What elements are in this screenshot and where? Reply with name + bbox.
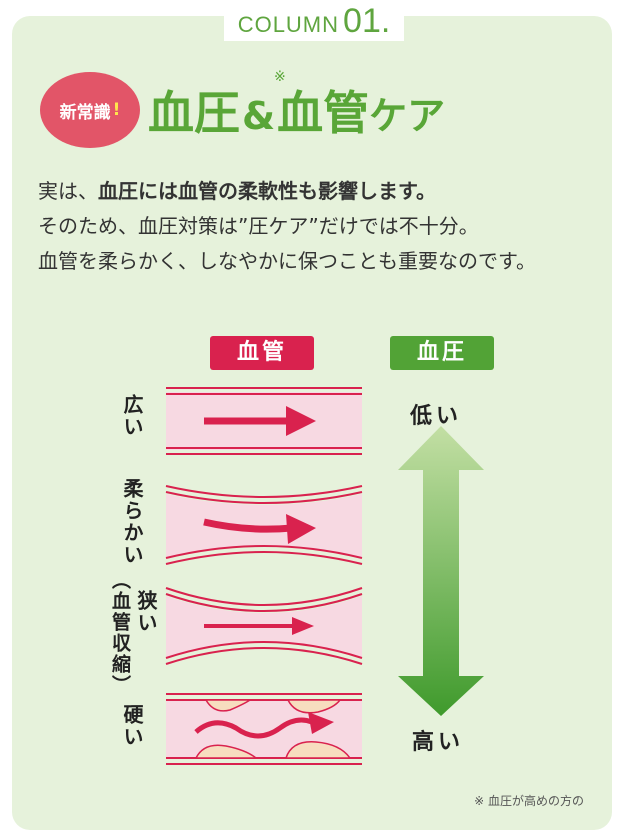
intro-text: 実は、血圧には血管の柔軟性も影響します。 そのため、血圧対策は”圧ケア”だけでは… bbox=[38, 174, 598, 279]
plaque-top-left bbox=[204, 699, 253, 712]
flow-arrow-wide bbox=[204, 406, 316, 436]
label-narrow: 狭い bbox=[134, 590, 158, 634]
heading-care: ケア bbox=[369, 94, 446, 138]
plaque-bottom-right bbox=[284, 741, 352, 759]
intro-line-2: そのため、血圧対策は”圧ケア”だけでは不十分。 bbox=[38, 214, 479, 238]
legend-pressure: 血圧 bbox=[390, 336, 494, 370]
vessel-narrow bbox=[165, 587, 363, 665]
heading-note-mark: ※ bbox=[274, 69, 286, 85]
vessel-wide bbox=[166, 387, 362, 455]
badge-exclamation: ! bbox=[112, 100, 121, 120]
label-wide: 広い bbox=[120, 394, 144, 438]
badge-text: 新常識 bbox=[59, 102, 111, 123]
intro-line-1: 実は、血圧には血管の柔軟性も影響します。 bbox=[38, 174, 598, 209]
vessel-hard bbox=[166, 693, 362, 765]
heading-blood-pressure: 血圧 bbox=[148, 86, 240, 140]
vessel-soft bbox=[165, 485, 363, 565]
label-hard: 硬い bbox=[120, 704, 144, 748]
main-heading: 血圧&血管ケア ※ bbox=[148, 70, 446, 148]
pressure-low-label: 低い bbox=[410, 404, 463, 429]
column-number: 01. bbox=[343, 2, 391, 40]
flow-arrow-narrow bbox=[204, 617, 314, 635]
flow-arrow-hard bbox=[194, 712, 334, 739]
plaque-bottom-left bbox=[194, 744, 259, 759]
heading-blood-vessel: 血管 bbox=[277, 86, 370, 140]
intro-line-1-bold: 血圧には血管の柔軟性も影響します。 bbox=[98, 179, 436, 203]
flow-arrow-soft bbox=[203, 514, 316, 544]
footnote: ※ 血圧が高めの方の bbox=[474, 794, 584, 808]
new-common-sense-badge: 新常識! bbox=[40, 72, 140, 148]
legend-vessel: 血管 bbox=[210, 336, 314, 370]
heading-ampersand: & bbox=[242, 94, 276, 138]
intro-line-3: 血管を柔らかく、しなやかに保つことも重要なのです。 bbox=[38, 249, 536, 273]
label-soft: 柔らかい bbox=[120, 478, 144, 566]
intro-line-1-pre: 実は、 bbox=[38, 179, 98, 203]
column-label: COLUMN bbox=[237, 12, 340, 37]
plaque-top-right bbox=[286, 699, 342, 714]
pressure-double-arrow bbox=[398, 426, 484, 716]
label-narrow-note: （血管収縮） bbox=[109, 570, 131, 696]
pressure-high-label: 高い bbox=[412, 730, 465, 755]
